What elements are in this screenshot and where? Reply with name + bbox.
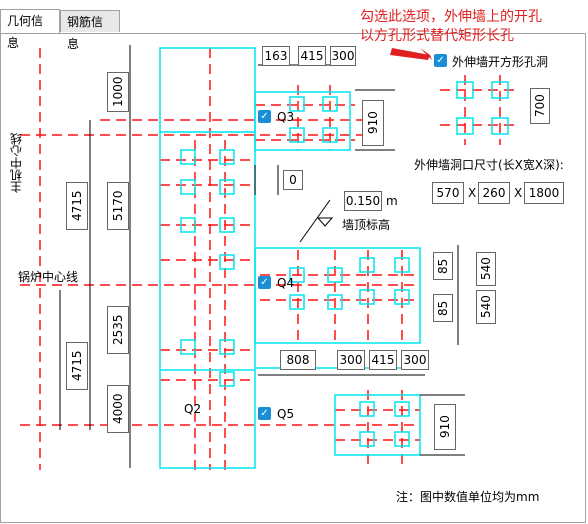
length-input[interactable]: 570 <box>432 182 464 204</box>
dim-4715-b[interactable]: 4715 <box>66 342 88 390</box>
depth-input[interactable]: 1800 <box>524 182 564 204</box>
dim-zero[interactable]: 0 <box>283 170 303 190</box>
dim-5170[interactable]: 5170 <box>107 182 129 230</box>
width-input[interactable]: 260 <box>478 182 510 204</box>
footnote: 注：图中数值单位均为mm <box>396 490 540 504</box>
hole-squares <box>180 81 509 447</box>
dim-415-mid[interactable]: 415 <box>369 350 397 370</box>
dim-163[interactable]: 163 <box>262 46 290 66</box>
annotation-arrow <box>390 48 430 60</box>
x-sep-1: X <box>468 186 477 200</box>
q4-checkbox[interactable]: ✓ <box>258 276 271 289</box>
elevation-unit: m <box>386 194 398 208</box>
dim-4000[interactable]: 4000 <box>107 385 129 433</box>
dim-300-mid-b[interactable]: 300 <box>401 350 429 370</box>
size-label: 外伸墙洞口尺寸(长X宽X深): <box>414 158 564 172</box>
dim-300-mid-a[interactable]: 300 <box>337 350 365 370</box>
dim-415-top[interactable]: 415 <box>298 46 326 66</box>
annotation-line2: 以方孔形式替代矩形长孔 <box>360 28 514 44</box>
q5-label: Q5 <box>277 407 295 421</box>
dim-2535[interactable]: 2535 <box>107 306 129 354</box>
drawing-panel <box>0 33 586 523</box>
dim-300-top[interactable]: 300 <box>330 46 356 66</box>
dim-85-b[interactable]: 85 <box>433 294 453 322</box>
tab-rebar[interactable]: 钢筋信息 <box>60 10 120 51</box>
square-hole-checkbox[interactable]: ✓ <box>434 54 447 67</box>
dim-4715-a[interactable]: 4715 <box>66 182 88 230</box>
q3-checkbox[interactable]: ✓ <box>258 110 271 123</box>
elevation-input[interactable]: 0.150 <box>344 191 382 211</box>
wall-top-label: 墙顶标高 <box>342 218 391 232</box>
q2-label: Q2 <box>184 402 202 416</box>
dim-910-a[interactable]: 910 <box>362 100 384 146</box>
q3-label: Q3 <box>277 110 295 124</box>
q4-label: Q4 <box>277 276 295 290</box>
q5-checkbox[interactable]: ✓ <box>258 407 271 420</box>
dim-85-a[interactable]: 85 <box>433 252 453 280</box>
main-center-label: 主机中心线 <box>9 133 24 193</box>
dim-540-b[interactable]: 540 <box>476 290 496 324</box>
legend-dim: 700 <box>530 88 550 124</box>
square-hole-label: 外伸墙开方形孔洞 <box>452 55 549 69</box>
annotation-line1: 勾选此选项，外伸墙上的开孔 <box>360 9 542 25</box>
dim-540-a[interactable]: 540 <box>476 252 496 286</box>
dim-1000[interactable]: 1000 <box>107 72 129 112</box>
x-sep-2: X <box>514 186 523 200</box>
dim-910-b[interactable]: 910 <box>434 404 456 450</box>
dim-808[interactable]: 808 <box>280 350 316 370</box>
tab-geometry[interactable]: 几何信息 <box>0 9 60 50</box>
boiler-center-label: 锅炉中心线 <box>18 270 79 284</box>
